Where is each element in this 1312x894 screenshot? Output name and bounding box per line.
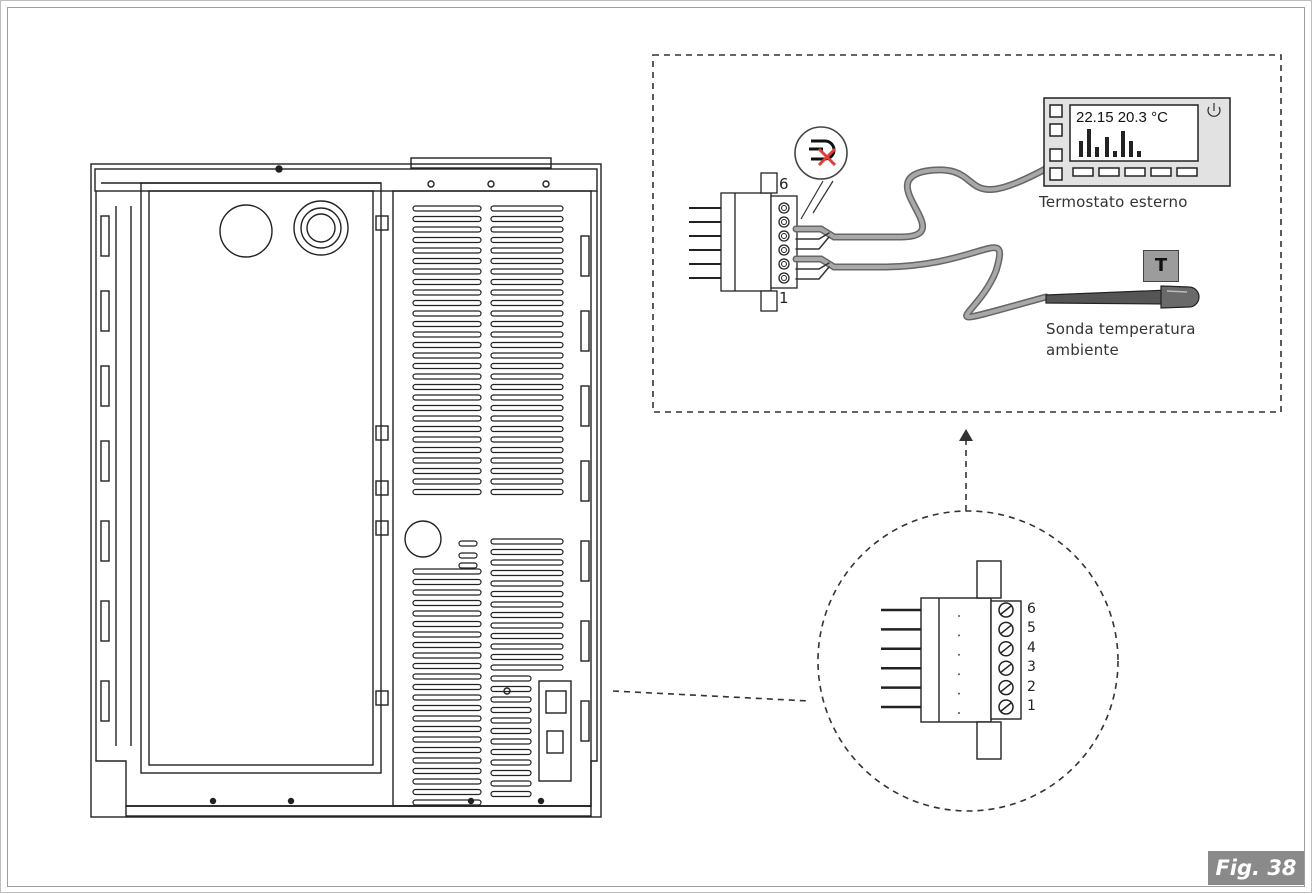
zoom-circle xyxy=(817,510,1119,812)
zoom-pin-label: 5 xyxy=(1027,620,1036,637)
probe-label: Sonda temperatura ambiente xyxy=(1046,319,1196,361)
callout-leader xyxy=(612,690,810,702)
zoom-pin-label: 2 xyxy=(1027,678,1036,695)
detail-bottom-pin-label: 1 xyxy=(779,289,789,307)
right-rear-panel xyxy=(392,190,592,807)
flue-hole xyxy=(219,204,273,258)
screw-terminal-icon xyxy=(778,230,790,242)
screw-terminal-icon xyxy=(778,272,790,284)
thermostat-display-reading: 22.15 20.3 °C xyxy=(1076,109,1168,126)
screw-terminal-icon xyxy=(778,216,790,228)
probe-label-line2: ambiente xyxy=(1046,341,1119,359)
zoom-pin-label: 6 xyxy=(1027,601,1036,617)
side-hinges xyxy=(100,215,590,742)
temperature-probe xyxy=(1045,285,1200,309)
air-intake xyxy=(404,520,442,558)
cables xyxy=(792,162,1055,321)
stove-outer-frame xyxy=(90,163,602,818)
callout-lines xyxy=(612,54,1282,812)
figure-number-badge: Fig. 38 xyxy=(1208,851,1304,885)
external-thermostat xyxy=(1043,97,1231,187)
power-icon xyxy=(1207,103,1221,117)
jumper-removed-callout xyxy=(794,126,848,220)
stove-terminal-area xyxy=(538,680,572,782)
screw-terminal-icon xyxy=(778,202,790,214)
detail-pins xyxy=(689,202,790,284)
figure-frame xyxy=(7,7,1305,887)
screw-terminal-icon xyxy=(778,258,790,270)
flue-outlet xyxy=(293,200,349,256)
thermostat-cable xyxy=(794,164,1053,239)
arrow-head xyxy=(959,429,973,441)
zoom-pin-label: 4 xyxy=(1027,639,1036,656)
display-bars xyxy=(1079,129,1141,157)
zoom-pin-label: 3 xyxy=(1027,659,1036,676)
wiring-detail-box xyxy=(652,54,1282,413)
top-handle xyxy=(410,157,552,169)
zoom-pins xyxy=(881,602,1014,715)
zoom-pin-label: 1 xyxy=(1027,698,1036,714)
probe-cable xyxy=(794,245,1048,319)
probe-badge: T xyxy=(1143,250,1179,282)
thermostat-label: Termostato esterno xyxy=(1039,193,1188,211)
stove-back-view xyxy=(90,157,602,818)
left-rear-panel xyxy=(140,182,382,774)
screw-terminal-icon xyxy=(778,244,790,256)
detail-top-pin-label: 6 xyxy=(779,175,789,193)
probe-label-line1: Sonda temperatura xyxy=(1046,320,1196,338)
terminal-block-zoom xyxy=(920,560,1022,760)
vent-slots xyxy=(412,205,564,806)
